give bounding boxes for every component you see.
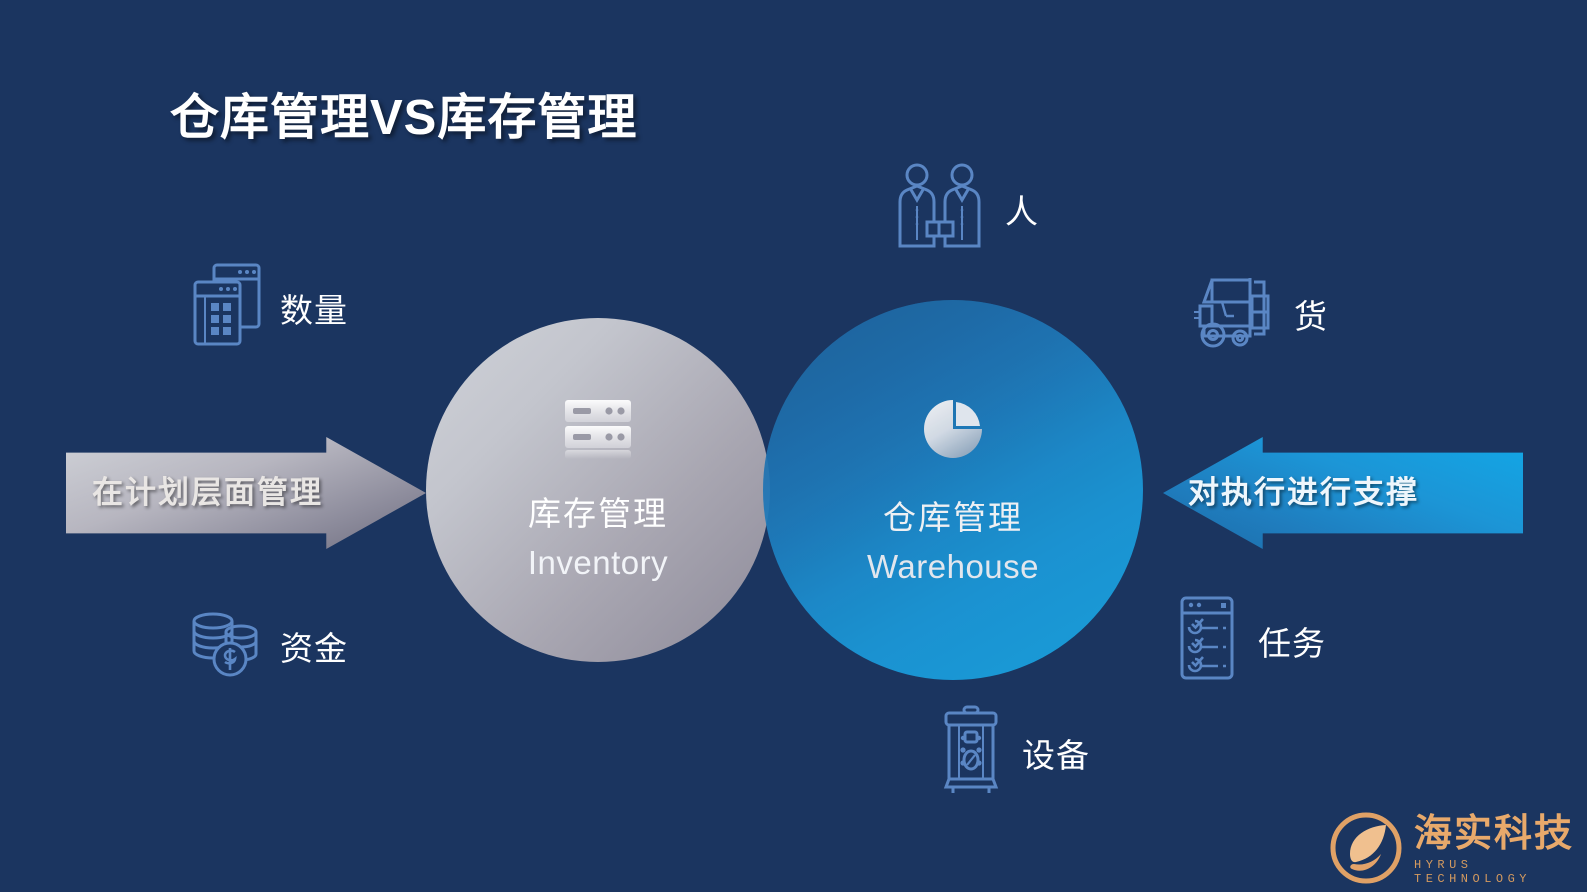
warehouse-name-cn: 仓库管理 [883,498,1023,536]
item-quantity: 数量 [192,262,348,353]
item-equipment-label: 设备 [1022,736,1090,774]
forklift-icon [1192,272,1276,355]
server-rack-icon [563,398,633,465]
inventory-name-cn: 库存管理 [528,494,668,532]
item-tasks-label: 任务 [1258,624,1326,662]
logo-name-en: HYRUS TECHNOLOGY [1414,858,1532,886]
warehouse-circle: 仓库管理 Warehouse [763,300,1143,680]
left-arrow-label: 在计划层面管理 [92,475,323,510]
item-people-label: 人 [1005,192,1039,230]
coin-stack-dollar-icon [190,608,262,683]
logo-text: 海实科技 HYRUS TECHNOLOGY [1414,815,1587,886]
item-funds: 资金 [190,608,348,683]
item-goods-label: 货 [1294,297,1328,335]
machine-device-icon [938,705,1004,800]
company-logo: 海实科技 HYRUS TECHNOLOGY [1330,812,1587,889]
inventory-circle-content: 库存管理 Inventory [426,318,770,662]
right-arrow-label: 对执行进行支撑 [1188,475,1419,510]
item-people: 人 [895,162,1039,255]
checklist-clipboard-icon [1178,595,1240,686]
pie-chart-icon [915,394,991,469]
page-title: 仓库管理VS库存管理 [170,91,638,145]
item-tasks: 任务 [1178,595,1326,686]
inventory-name-en: Inventory [527,544,669,582]
item-funds-label: 资金 [280,629,348,667]
stacked-windows-grid-icon [192,262,262,353]
logo-name-cn: 海实科技 [1414,813,1575,855]
item-goods: 货 [1192,272,1328,355]
two-businessmen-icon [895,162,987,255]
item-quantity-label: 数量 [280,291,348,329]
inventory-circle: 库存管理 Inventory [426,318,770,662]
warehouse-circle-content: 仓库管理 Warehouse [763,300,1143,680]
item-equipment: 设备 [938,705,1090,800]
warehouse-name-en: Warehouse [866,548,1040,586]
fish-circle-logo-icon [1330,812,1402,889]
